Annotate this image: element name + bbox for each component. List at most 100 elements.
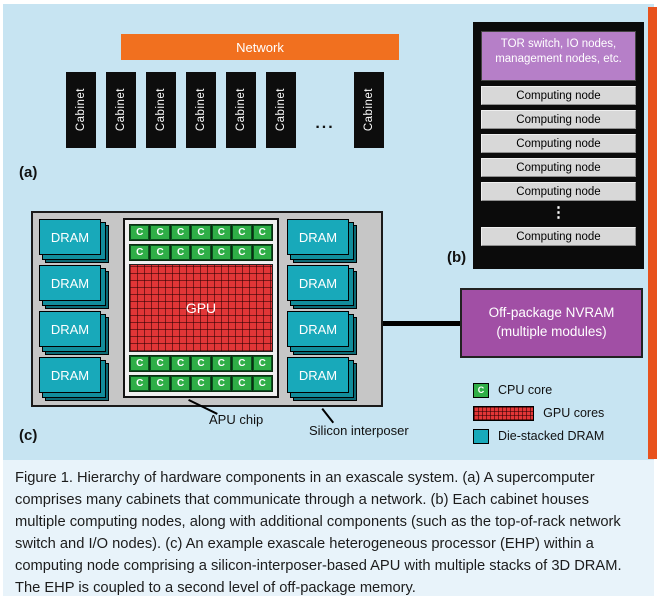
cpu-core-cell: C — [232, 225, 252, 240]
computing-node: Computing node — [481, 158, 636, 177]
cabinet-ellipsis: ... — [315, 115, 335, 132]
cabinet-box: Cabinet — [226, 72, 256, 148]
cpu-core-cell: C — [232, 356, 252, 371]
figure-caption: Figure 1. Hierarchy of hardware componen… — [3, 460, 654, 596]
die-stacked-dram-swatch — [473, 428, 489, 444]
cabinet-label: Cabinet — [155, 88, 167, 132]
cpu-core-cell: C — [130, 376, 150, 391]
cabinet-label: Cabinet — [195, 88, 207, 132]
interposer-label: Silicon interposer — [309, 423, 409, 438]
dram-label: DRAM — [39, 357, 101, 393]
cpu-core-cell: C — [150, 376, 170, 391]
network-bar: Network — [121, 34, 399, 60]
cpu-core-cell: C — [170, 245, 191, 260]
cpu-core-cell: C — [211, 356, 232, 371]
cabinet-box: Cabinet — [354, 72, 384, 148]
cpu-core-cell: C — [191, 245, 211, 260]
panel-a-label: (a) — [19, 164, 38, 181]
legend-label: CPU core — [498, 383, 553, 397]
cpu-core-cell: C — [232, 245, 252, 260]
cpu-core-cell: C — [211, 225, 232, 240]
dram-label: DRAM — [287, 219, 349, 255]
dram-label: DRAM — [39, 311, 101, 347]
dram-label: DRAM — [287, 357, 349, 393]
panel-b-label: (b) — [447, 249, 467, 266]
interposer-pointer-line — [321, 408, 335, 424]
cpu-core-cell: C — [252, 376, 272, 391]
dram-stack: DRAM — [287, 311, 357, 355]
nvram-box: Off-package NVRAM (multiple modules) — [460, 288, 643, 358]
gpu-block: GPU — [129, 264, 273, 352]
cpu-core-swatch: C — [473, 382, 489, 398]
dram-column-right: DRAM DRAM DRAM DRAM — [287, 219, 357, 401]
legend: C CPU core GPU cores Die-stacked DRAM — [473, 382, 604, 451]
legend-row: GPU cores — [473, 405, 604, 421]
cabinet-label: Cabinet — [75, 88, 87, 132]
cabinet-label: Cabinet — [115, 88, 127, 132]
cpu-core-cell: C — [211, 376, 232, 391]
cabinet-label: Cabinet — [275, 88, 287, 132]
computing-node: Computing node — [481, 134, 636, 153]
panel-c-label: (c) — [19, 427, 38, 444]
cpu-core-cell: C — [191, 356, 211, 371]
dram-stack: DRAM — [39, 219, 109, 263]
dram-stack: DRAM — [287, 265, 357, 309]
cpu-core-cell: C — [170, 225, 191, 240]
cpu-core-cell: C — [232, 376, 252, 391]
cpu-core-cell: C — [252, 225, 272, 240]
nvram-link-line — [383, 321, 460, 326]
diagram-area: Network Cabinet Cabinet Cabinet Cabinet … — [3, 4, 654, 461]
dram-stack: DRAM — [39, 357, 109, 401]
computing-node: Computing node — [481, 110, 636, 129]
computing-node: Computing node — [481, 227, 636, 246]
cabinet-box: Cabinet — [266, 72, 296, 148]
gpu-cores-swatch — [473, 405, 535, 421]
cpu-core-cell: C — [150, 356, 170, 371]
dram-label: DRAM — [39, 219, 101, 255]
dram-label: DRAM — [287, 265, 349, 301]
dram-label: DRAM — [287, 311, 349, 347]
dram-label: DRAM — [39, 265, 101, 301]
cpu-core-cell: C — [252, 356, 272, 371]
legend-row: Die-stacked DRAM — [473, 428, 604, 444]
cpu-core-cell: C — [130, 356, 150, 371]
tor-switch-box: TOR switch, IO nodes, management nodes, … — [481, 31, 636, 81]
cabinet-box: Cabinet — [66, 72, 96, 148]
cpu-core-cell: C — [211, 245, 232, 260]
cabinet-row: Cabinet Cabinet Cabinet Cabinet Cabinet … — [66, 72, 384, 148]
dram-stack: DRAM — [39, 311, 109, 355]
cpu-core-cell: C — [130, 245, 150, 260]
cabinet-box: Cabinet — [186, 72, 216, 148]
computing-node: Computing node — [481, 86, 636, 105]
cpu-core-cell: C — [170, 376, 191, 391]
dram-stack: DRAM — [287, 219, 357, 263]
computing-node: Computing node — [481, 182, 636, 201]
dram-stack: DRAM — [287, 357, 357, 401]
dram-stack: DRAM — [39, 265, 109, 309]
cpu-core-cell: C — [130, 225, 150, 240]
nvram-label-line2: (multiple modules) — [496, 324, 607, 339]
cpu-core-cell: C — [252, 245, 272, 260]
cabinet-detail-panel: TOR switch, IO nodes, management nodes, … — [473, 22, 644, 269]
dram-column-left: DRAM DRAM DRAM DRAM — [39, 219, 109, 401]
cabinet-label: Cabinet — [363, 88, 375, 132]
cabinet-label: Cabinet — [235, 88, 247, 132]
cpu-core-cell: C — [150, 245, 170, 260]
legend-label: Die-stacked DRAM — [498, 429, 605, 443]
cabinet-box: Cabinet — [146, 72, 176, 148]
legend-label: GPU cores — [543, 406, 605, 420]
cabinet-box: Cabinet — [106, 72, 136, 148]
cpu-core-cell: C — [150, 225, 170, 240]
accent-stripe — [648, 7, 657, 459]
cpu-core-cell: C — [170, 356, 191, 371]
nvram-label-line1: Off-package NVRAM — [488, 305, 615, 321]
node-ellipsis: ⋮ — [551, 204, 566, 221]
apu-chip-label: APU chip — [209, 412, 264, 427]
cabinet-group: Cabinet Cabinet Cabinet Cabinet Cabinet … — [66, 72, 296, 148]
